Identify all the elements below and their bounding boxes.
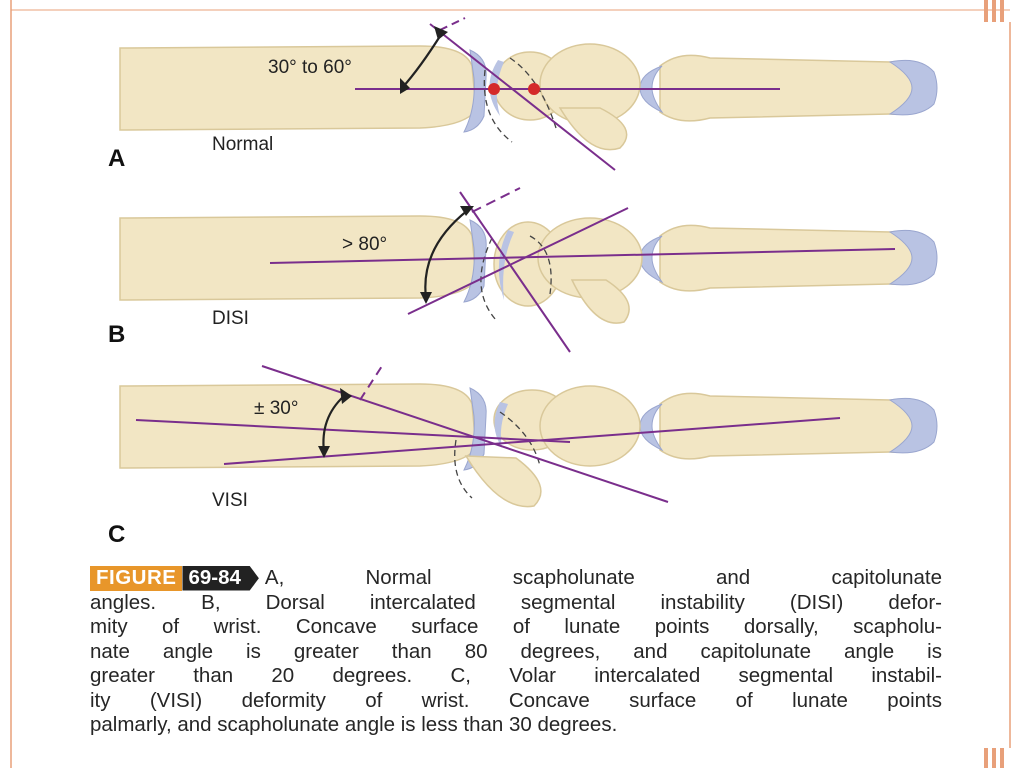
panel-c: ± 30° VISI C (108, 365, 938, 548)
frame-corner-bar-bottom-3 (1000, 748, 1004, 768)
panel-a: 30° to 60° Normal A (108, 17, 938, 172)
caption-line-6: ity (VISI) deformity of wrist. Concave s… (90, 688, 942, 712)
capitate-c (539, 385, 641, 467)
angle-arrow-a-1 (434, 26, 448, 40)
frame-corner-bars-top (984, 0, 988, 22)
panel-b: > 80° DISI B (108, 187, 938, 353)
angle-label-a: 30° to 60° (268, 57, 352, 78)
angle-arrow-b-2 (420, 292, 432, 304)
angle-label-c: ± 30° (254, 398, 298, 419)
dashed-outline-b-2 (529, 235, 552, 295)
panel-letter-a: A (108, 145, 125, 172)
axis-line-c-2 (223, 417, 841, 465)
scaphoid-a (558, 107, 628, 151)
marker-dot-a-2 (528, 83, 540, 95)
panel-label-c: VISI (212, 490, 248, 511)
axis-line-b-2 (459, 191, 571, 353)
axis-line-c-4 (359, 365, 383, 401)
dashed-outline-c-2 (499, 411, 541, 467)
figure-tag: FIGURE (90, 566, 183, 591)
axis-line-b-1 (269, 248, 896, 264)
caption-line-3: mity of wrist. Concave surface of lunate… (90, 615, 942, 638)
angle-arrow-a-2 (400, 78, 410, 94)
angle-arc-b (424, 209, 469, 299)
frame-corner-bars-bottom (984, 748, 988, 768)
caption-line-text: A, Normal scapholunate and capitolunate (264, 566, 942, 589)
axis-line-b-4 (471, 187, 521, 213)
axis-line-b-3 (407, 207, 629, 315)
angle-arc-c (322, 395, 345, 453)
lunate-cartilage-c (494, 402, 508, 448)
axis-line-c-1 (135, 419, 571, 443)
frame-corner-bar-top-3 (1000, 0, 1004, 22)
axis-line-c-3 (261, 365, 669, 503)
scaphoid-c (464, 455, 542, 508)
lunate-cartilage-b (498, 230, 514, 300)
caption-line-7: palmarly, and scapholunate angle is less… (90, 713, 618, 736)
dashed-outline-a-2 (509, 57, 557, 129)
figure-number: 69-84 (182, 566, 259, 591)
dashed-outline-a (483, 69, 513, 143)
frame-corner-bar-top-2 (992, 0, 996, 22)
angle-arrow-c-1 (340, 388, 352, 404)
wrist-figure: 30° to 60° Normal A > 80° DISI B (108, 17, 938, 548)
angle-arrow-c-2 (318, 446, 330, 458)
panel-label-a: Normal (212, 134, 273, 155)
angle-arrow-b-1 (460, 206, 474, 216)
axis-line-a-2 (429, 23, 616, 171)
caption-line-4: nate angle is greater than 80 degrees, a… (90, 639, 942, 663)
axis-line-a-3 (439, 17, 466, 31)
dashed-outline-b (480, 237, 497, 321)
caption-line-2: angles. B, Dorsal intercalated segmental… (90, 590, 942, 614)
angle-label-b: > 80° (342, 234, 387, 255)
caption-line-5: greater than 20 degrees. C, Volar interc… (90, 664, 942, 687)
dashed-outline-c (454, 439, 473, 499)
panel-label-b: DISI (212, 308, 249, 329)
panel-letter-c: C (108, 521, 125, 548)
marker-dot-a-1 (488, 83, 500, 95)
panel-letter-b: B (108, 321, 125, 348)
scaphoid-b (570, 279, 630, 324)
frame-corner-bar-bottom-2 (992, 748, 996, 768)
